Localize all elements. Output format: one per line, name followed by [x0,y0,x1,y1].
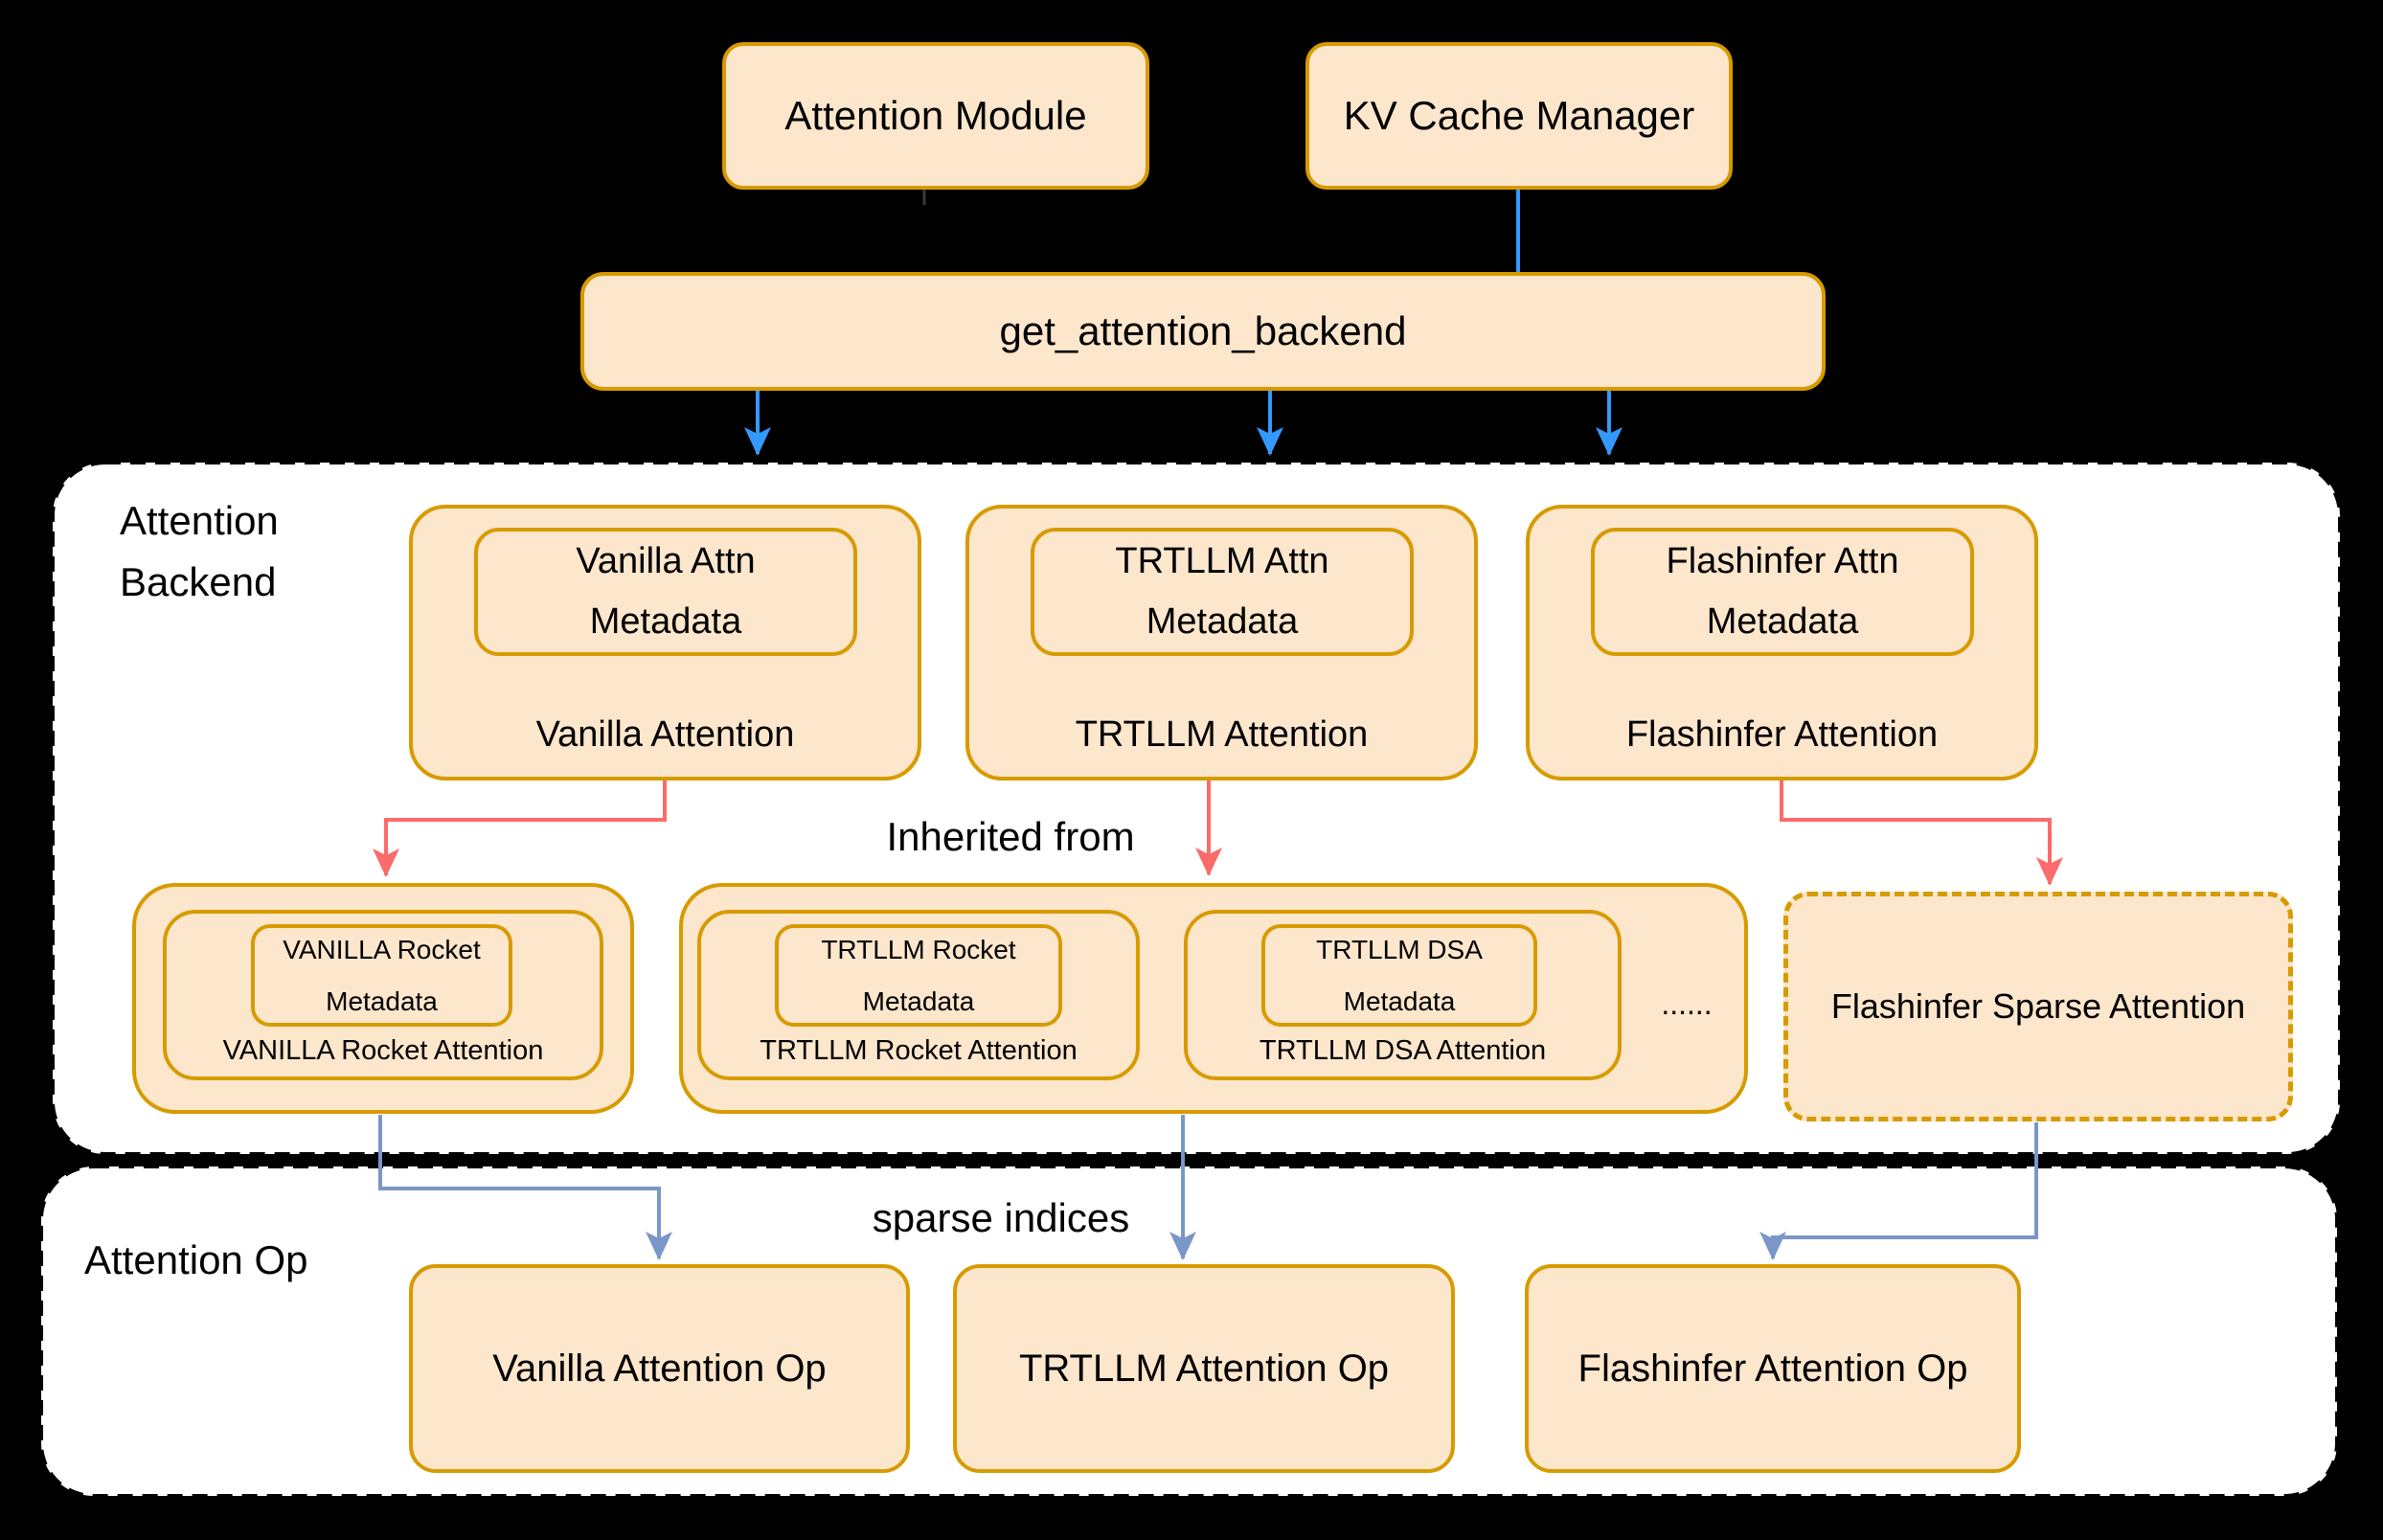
op-arrow-vanilla [378,1115,672,1260]
trtllm-attn-metadata-box: TRTLLM Attn Metadata [1031,528,1414,656]
trtllm-rocket-attention-label: TRTLLM Rocket Attention [760,1035,1078,1066]
trtllm-attention-op-box: TRTLLM Attention Op [953,1264,1455,1473]
op-arrow-flashinfer [1759,1122,2038,1260]
trtllm-dsa-metadata-line1: TRTLLM DSA [1316,934,1483,964]
trtllm-rocket-metadata-line1: TRTLLM Rocket [821,934,1016,964]
flashinfer-attn-metadata-line1: Flashinfer Attn [1666,541,1899,581]
inherit-arrow-vanilla [373,781,667,877]
flashinfer-attn-metadata-line2: Metadata [1706,601,1859,642]
vanilla-rocket-metadata-line2: Metadata [326,985,438,1016]
get-attention-backend-label: get_attention_backend [999,308,1407,353]
get-attention-backend-box: get_attention_backend [580,272,1826,391]
trtllm-dsa-attention-label: TRTLLM DSA Attention [1259,1035,1547,1066]
trtllm-attention-op-label: TRTLLM Attention Op [1018,1347,1390,1390]
attention-backend-section-label: Attention Backend [120,490,388,613]
trtllm-rocket-metadata-box: TRTLLM Rocket Metadata [775,924,1062,1027]
kv-cache-manager-label: KV Cache Manager [1343,93,1695,138]
flashinfer-sparse-attention-label: Flashinfer Sparse Attention [1830,986,2246,1026]
vanilla-attn-metadata-line2: Metadata [589,601,742,642]
sparse-indices-label: sparse indices [872,1195,1130,1240]
attention-backend-section-label-line2: Backend [120,559,277,604]
flashinfer-attention-op-label: Flashinfer Attention Op [1577,1347,1968,1390]
flashinfer-attn-metadata-box: Flashinfer Attn Metadata [1591,528,1974,656]
inherited-from-label: Inherited from [886,814,1135,859]
trtllm-attn-metadata-line2: Metadata [1146,601,1299,642]
vanilla-attn-metadata-line1: Vanilla Attn [576,541,756,581]
attention-op-section-label: Attention Op [84,1237,308,1282]
kv-cache-manager-box: KV Cache Manager [1305,42,1733,190]
trtllm-dsa-metadata-line2: Metadata [1343,985,1456,1016]
flashinfer-sparse-attention-box: Flashinfer Sparse Attention [1783,892,2293,1121]
trtllm-dsa-metadata-box: TRTLLM DSA Metadata [1261,924,1537,1027]
vanilla-attention-label: Vanilla Attention [535,714,795,755]
vanilla-attention-op-box: Vanilla Attention Op [409,1264,910,1473]
vanilla-attn-metadata-box: Vanilla Attn Metadata [474,528,857,656]
flashinfer-attention-label: Flashinfer Attention [1625,714,1939,755]
inherit-arrow-flashinfer [1780,781,2063,886]
flashinfer-attention-op-box: Flashinfer Attention Op [1525,1264,2021,1473]
vanilla-rocket-attention-label: VANILLA Rocket Attention [222,1035,544,1066]
vanilla-attention-op-label: Vanilla Attention Op [492,1347,827,1390]
trtllm-attn-metadata-line1: TRTLLM Attn [1115,541,1329,581]
attention-module-label: Attention Module [784,93,1087,138]
vanilla-rocket-metadata-box: VANILLA Rocket Metadata [251,924,512,1027]
attention-backend-section-label-line1: Attention [120,498,279,543]
trtllm-attention-label: TRTLLM Attention [1075,714,1369,755]
vanilla-rocket-metadata-line1: VANILLA Rocket [283,934,481,964]
attention-module-box: Attention Module [722,42,1149,190]
trtllm-rocket-metadata-line2: Metadata [862,985,975,1016]
more-backends-ellipsis: ...... [1661,986,1713,1021]
